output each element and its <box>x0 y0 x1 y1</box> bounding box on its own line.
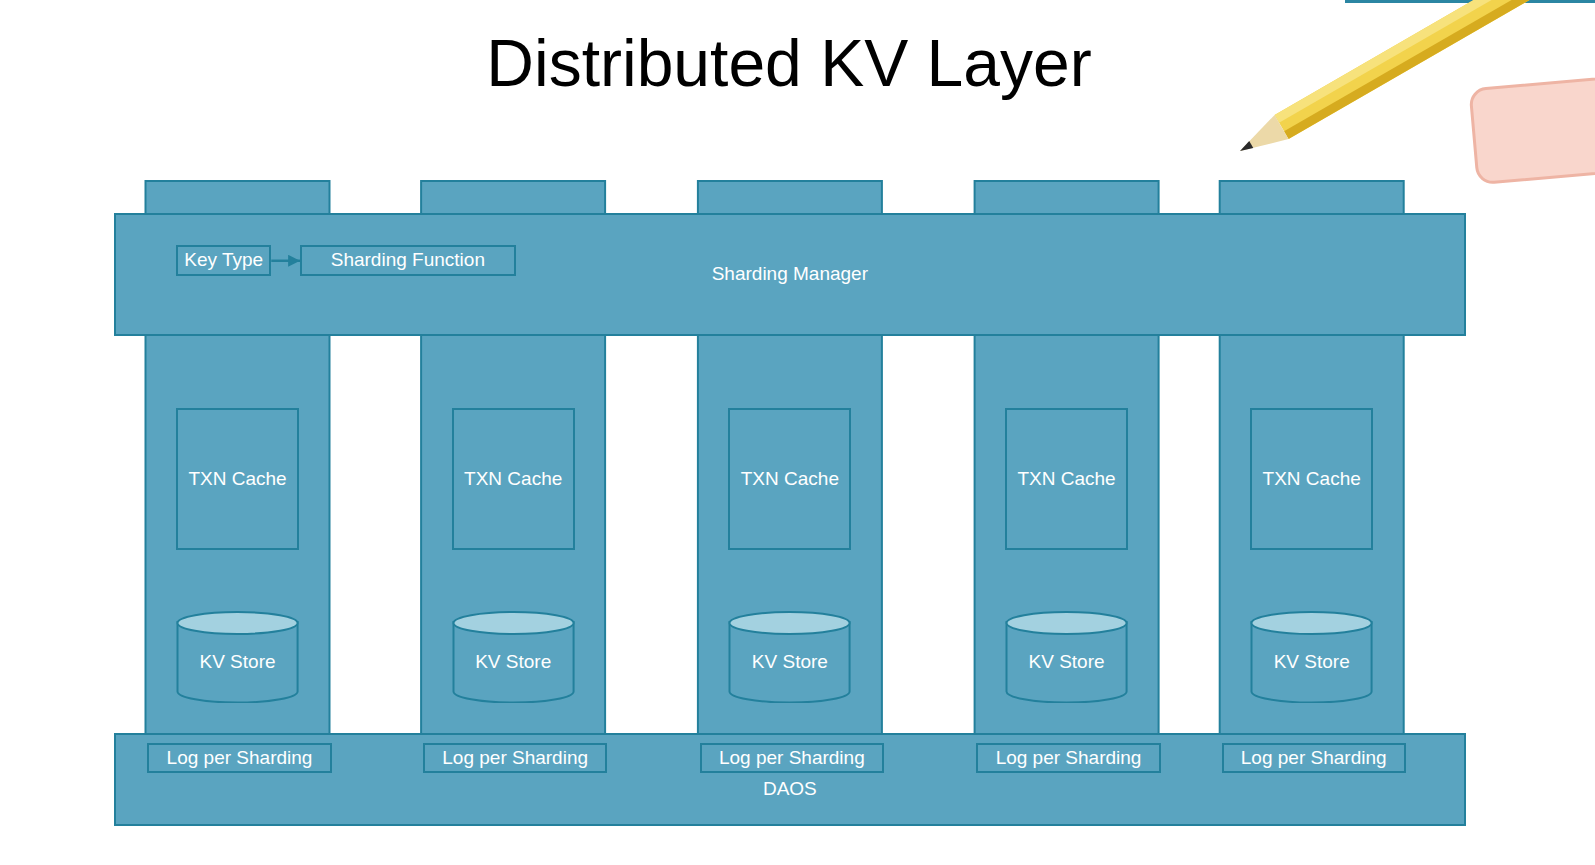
cylinder-top <box>453 612 573 634</box>
log-box: Log per Sharding <box>1222 743 1406 774</box>
node-label: KV Store <box>475 651 551 673</box>
log-box: Log per Sharding <box>976 743 1160 774</box>
kv-store-cylinder: KV Store <box>1250 611 1373 703</box>
diagram-title: Distributed KV Layer <box>486 25 1091 101</box>
eraser <box>1470 74 1595 183</box>
pencil-stripe <box>1284 0 1541 139</box>
node-label: KV Store <box>1274 651 1350 673</box>
kv-store-cylinder: KV Store <box>1005 611 1128 703</box>
node-label: Sharding Manager <box>712 263 868 285</box>
node-label: Log per Sharding <box>996 747 1142 769</box>
node-label: Log per Sharding <box>442 747 588 769</box>
node-label: DAOS <box>763 778 817 800</box>
node-label: Key Type <box>184 249 263 271</box>
pencil <box>1233 0 1541 163</box>
node-label: Log per Sharding <box>719 747 865 769</box>
node-label: Log per Sharding <box>167 747 313 769</box>
log-box: Log per Sharding <box>423 743 607 774</box>
txn-cache-box: TXN Cache <box>452 408 575 550</box>
daos-band: DAOS Log per Sharding Log per Sharding Log … <box>114 733 1466 826</box>
cylinder-top <box>1007 612 1127 634</box>
log-box: Log per Sharding <box>700 743 884 774</box>
node-label: TXN Cache <box>188 468 286 490</box>
txn-cache-box: TXN Cache <box>1005 408 1128 550</box>
eraser-body <box>1470 74 1595 183</box>
node-label: TXN Cache <box>741 468 839 490</box>
cylinder-top <box>177 612 297 634</box>
key-type-box: Key Type <box>176 245 271 276</box>
node-label: TXN Cache <box>464 468 562 490</box>
kv-store-cylinder: KV Store <box>728 611 851 703</box>
txn-cache-box: TXN Cache <box>1250 408 1373 550</box>
node-label: TXN Cache <box>1017 468 1115 490</box>
sharding-manager-band: Sharding Manager Key Type Sharding Functio… <box>114 213 1466 336</box>
pencil-lead <box>1238 141 1253 154</box>
kv-store-cylinder: KV Store <box>452 611 575 703</box>
txn-cache-box: TXN Cache <box>728 408 851 550</box>
txn-cache-box: TXN Cache <box>176 408 299 550</box>
node-label: Sharding Function <box>331 249 485 271</box>
node-label: Log per Sharding <box>1241 747 1387 769</box>
shard-column <box>698 181 882 739</box>
node-label: KV Store <box>199 651 275 673</box>
connector-arrow <box>271 259 300 262</box>
cylinder-top <box>1252 612 1372 634</box>
sharding-function-box: Sharding Function <box>300 245 516 276</box>
node-label: KV Store <box>752 651 828 673</box>
kv-store-cylinder: KV Store <box>176 611 299 703</box>
cylinder-top <box>730 612 850 634</box>
pencil-wood <box>1233 115 1289 163</box>
node-label: KV Store <box>1029 651 1105 673</box>
node-label: TXN Cache <box>1263 468 1361 490</box>
pencil-body <box>1275 0 1542 139</box>
log-box: Log per Sharding <box>147 743 331 774</box>
